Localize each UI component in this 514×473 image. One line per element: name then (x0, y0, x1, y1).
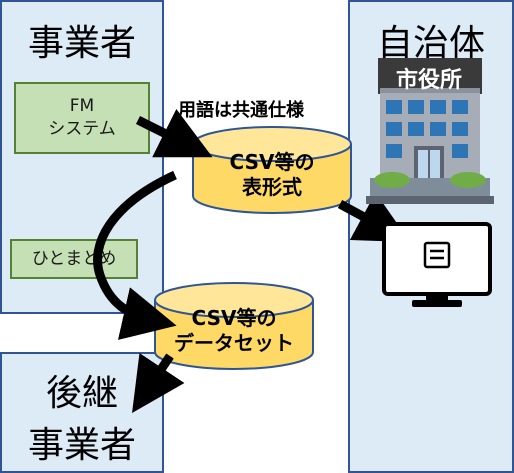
arrow-table-to-monitor (337, 192, 411, 243)
successor-panel: 後継 事業者 (0, 352, 164, 473)
fm-system-line1: FM (69, 96, 95, 117)
fm-system-line2: システム (48, 119, 116, 139)
csv-table-line1: CSV等の (229, 150, 315, 174)
arrow-curve-to-dataset (93, 170, 177, 340)
municipality-panel-title: 自治体 (376, 23, 485, 64)
fm-system-box: FM システム (14, 82, 150, 154)
operator-panel-title: 事業者 (27, 23, 136, 64)
arrow-fm-to-table (135, 108, 213, 158)
city-hall-building-icon (366, 58, 494, 204)
arrow-dataset-to-successor (132, 353, 185, 413)
city-hall-sign: 市役所 (396, 68, 463, 93)
csv-dataset-line2: データセット (174, 331, 294, 355)
csv-table-line2: 表形式 (242, 175, 302, 199)
csv-dataset-label: CSV等の データセット (157, 306, 311, 356)
successor-panel-title-line1: 後継 (45, 373, 118, 414)
csv-table-label: CSV等の 表形式 (195, 150, 349, 200)
successor-panel-title-line2: 事業者 (27, 425, 136, 466)
csv-dataset-line1: CSV等の (191, 306, 277, 330)
monitor-icon (382, 222, 492, 307)
